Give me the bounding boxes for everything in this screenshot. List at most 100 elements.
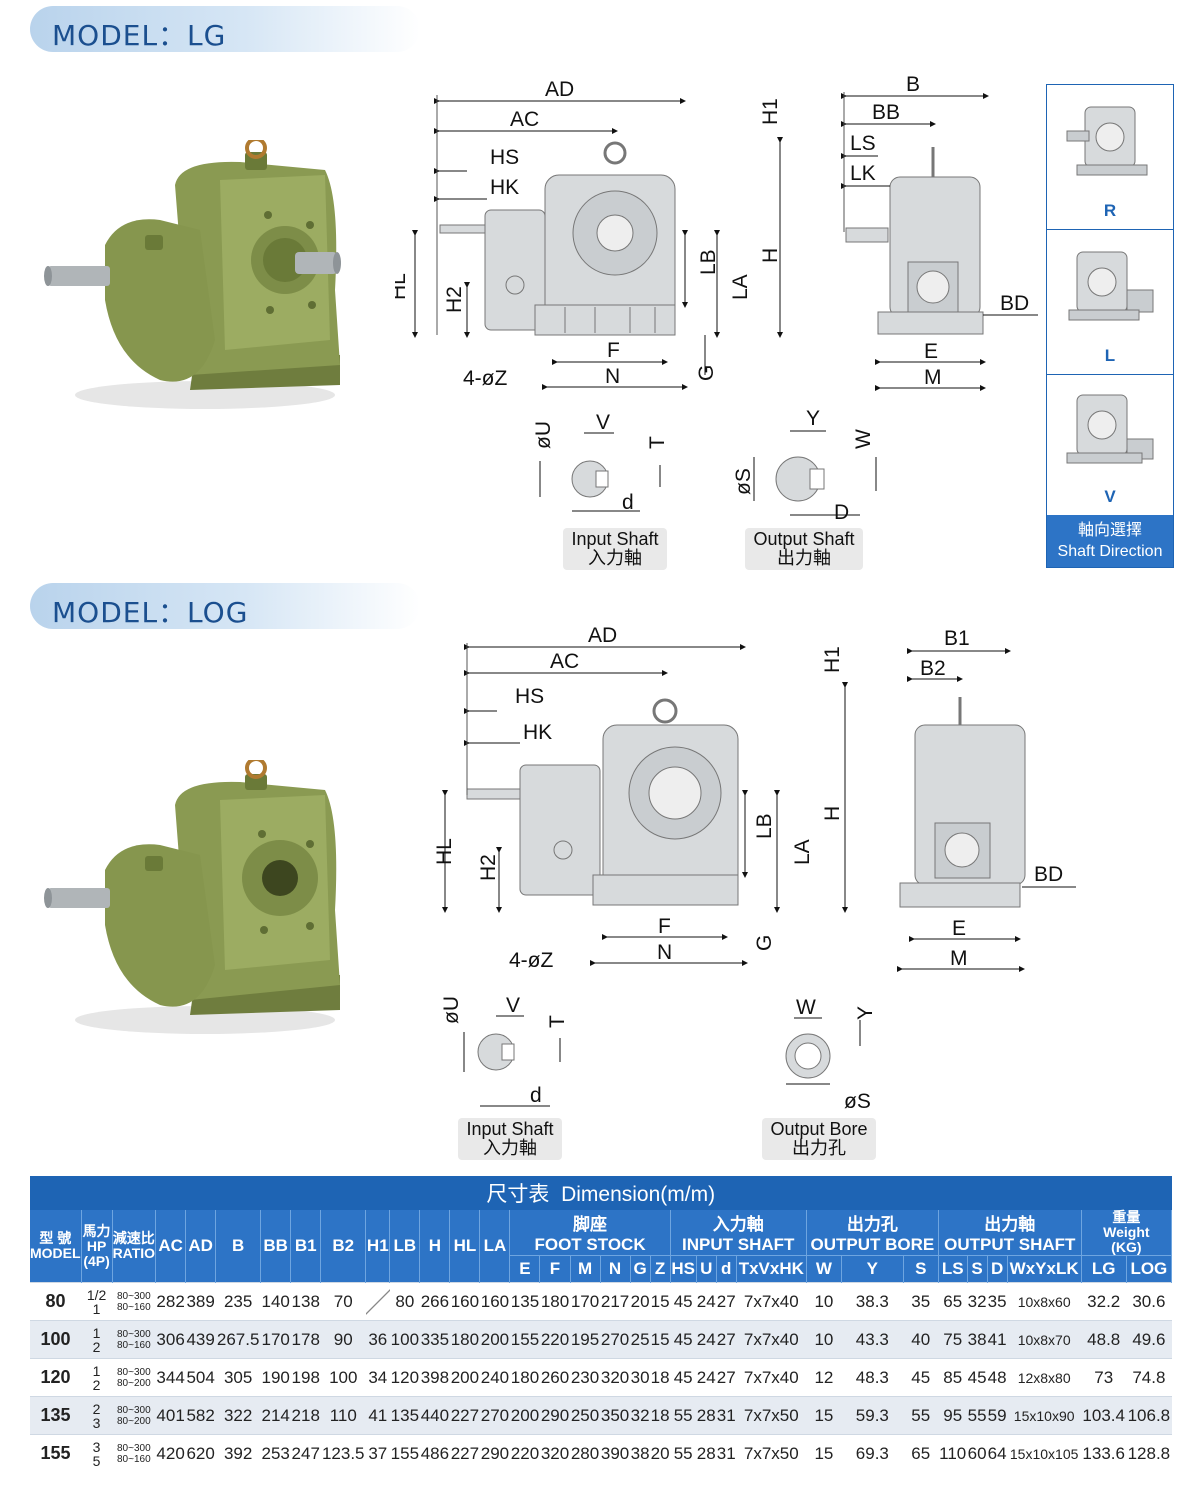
subhead-5: Z <box>650 1255 671 1283</box>
log-dim-la: LA <box>791 839 814 865</box>
cell-value: 15 <box>806 1434 842 1472</box>
head-h1: H1 <box>365 1210 391 1283</box>
cell-value: 27 <box>716 1320 737 1359</box>
cell-value: 10x8x60 <box>1007 1282 1082 1321</box>
subhead-3: N <box>600 1255 631 1283</box>
lg-dim-lk: LK <box>850 162 876 185</box>
cell-value: 38 <box>967 1320 988 1359</box>
cell-value: 620 <box>185 1434 216 1472</box>
cell-value: 7x7x40 <box>736 1320 807 1359</box>
log-side-view-drawing: B1 B2 BD E M <box>897 627 1076 972</box>
cell-value: 15 <box>806 1396 842 1435</box>
cell-value: 200 <box>509 1396 540 1435</box>
cell-value: 123.5 <box>320 1434 366 1472</box>
head-bb: BB <box>260 1210 292 1283</box>
cell-value: 266 <box>419 1282 450 1321</box>
cell-value: 440 <box>419 1396 450 1435</box>
shaft-direction-l: L <box>1047 230 1173 375</box>
cell-value: 59.3 <box>841 1396 904 1435</box>
cell-value: 320 <box>600 1358 631 1397</box>
cell-value: 48.3 <box>841 1358 904 1397</box>
lg-dim-b: B <box>906 73 920 96</box>
cell-value: 227 <box>449 1434 480 1472</box>
cell-value: 100 <box>320 1358 366 1397</box>
lg-dim-h2: H2 <box>443 286 466 313</box>
cell-value: 32.2 <box>1081 1282 1127 1321</box>
subhead-14: S <box>967 1255 988 1283</box>
lg-dim-hl: HL <box>395 273 410 300</box>
cell-value: 32 <box>967 1282 988 1321</box>
lg-dim-f: F <box>607 339 620 362</box>
head-ac: AC <box>155 1210 187 1283</box>
cell-value: 320 <box>539 1434 571 1472</box>
cell-value: 59 <box>987 1396 1008 1435</box>
subhead-17: LG <box>1081 1255 1127 1283</box>
lg-output-shaft-detail: øS Y W D <box>732 407 877 524</box>
table-title: 尺寸表 Dimension(m/m) <box>30 1176 1172 1210</box>
shaft-direction-v: V <box>1047 375 1173 516</box>
cell-value: 75 <box>938 1320 968 1359</box>
cell-value: 41 <box>365 1396 390 1435</box>
cell-value: 45 <box>670 1282 697 1321</box>
lg-dim-h: H <box>759 248 782 263</box>
cell-value: 10 <box>806 1282 842 1321</box>
cell-value: 439 <box>185 1320 216 1359</box>
subhead-15: D <box>987 1255 1008 1283</box>
model-lg-banner: MODEL：LG <box>30 6 420 52</box>
cell-value: 230 <box>570 1358 601 1397</box>
cell-value: 74.8 <box>1126 1358 1172 1397</box>
cell-value: 40 <box>903 1320 939 1359</box>
cell-value: 31 <box>716 1434 737 1472</box>
log-dim-v: V <box>506 994 520 1017</box>
cell-value: 170 <box>260 1320 291 1359</box>
head-b1: B1 <box>290 1210 322 1283</box>
log-dim-bd: BD <box>1034 863 1063 886</box>
cell-value: 18 <box>650 1396 671 1435</box>
cell-value: 48 <box>987 1358 1008 1397</box>
cell-value: 55 <box>903 1396 939 1435</box>
cell-value: 195 <box>570 1320 601 1359</box>
cell-value: 235 <box>215 1282 261 1321</box>
cell-value: 253 <box>260 1434 291 1472</box>
cell-value: 15x10x90 <box>1007 1396 1082 1435</box>
cell-value: 270 <box>600 1320 631 1359</box>
cell-value: 90 <box>320 1320 366 1359</box>
log-dim-g: G <box>753 935 776 951</box>
cell-value: 344 <box>155 1358 186 1397</box>
subhead-10: W <box>806 1255 843 1283</box>
shaft-direction-caption: 軸向選擇 Shaft Direction <box>1047 515 1173 567</box>
cell-value: 214 <box>260 1396 291 1435</box>
cell-value: 220 <box>539 1320 571 1359</box>
log-dim-b2: B2 <box>920 657 946 680</box>
cell-value: 41 <box>987 1320 1008 1359</box>
log-dim-ac: AC <box>550 650 579 673</box>
cell-value: 45 <box>903 1358 939 1397</box>
cell-value: 270 <box>479 1396 510 1435</box>
cell-value: 32 <box>630 1396 651 1435</box>
cell-value: 55 <box>670 1396 697 1435</box>
cell-value: 180 <box>539 1282 571 1321</box>
cell-value: 160 <box>449 1282 480 1321</box>
lg-front-view-drawing: AD AC HS HK HL H2 LB LA H1 H F N G 4-øZ <box>395 78 783 390</box>
cell-value: 180 <box>509 1358 540 1397</box>
cell-value: 135 <box>509 1282 540 1321</box>
cell-value: 10 <box>806 1320 842 1359</box>
cell-value: 10x8x70 <box>1007 1320 1082 1359</box>
cell-value: 28 <box>696 1434 717 1472</box>
lg-dim-bd: BD <box>1000 292 1029 315</box>
shaft-direction-l-icon <box>1068 251 1154 321</box>
cell-value: 140 <box>260 1282 291 1321</box>
cell-value: 133.6 <box>1081 1434 1127 1472</box>
subhead-13: LS <box>938 1255 968 1283</box>
shaft-direction-r-icon <box>1066 106 1148 176</box>
